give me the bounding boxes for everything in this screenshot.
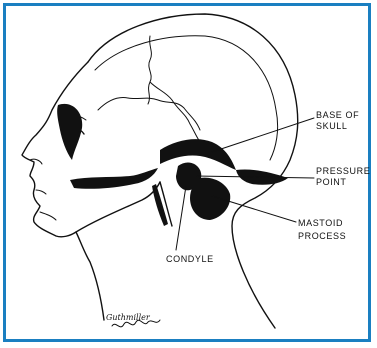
- label-mastoid-process-line1: MASTOID: [298, 218, 343, 229]
- ear-shade: [57, 104, 82, 160]
- label-mastoid-process-line2: PROCESS: [298, 231, 346, 242]
- chin: [40, 212, 56, 220]
- mouth: [36, 190, 46, 194]
- leader-condyle: [176, 186, 186, 250]
- coronal-suture: [148, 36, 151, 104]
- zygomatic-shade: [70, 168, 158, 189]
- skull-base-shade: [160, 139, 236, 170]
- label-base-of-skull-line1: BASE OF: [316, 110, 359, 121]
- label-pressure-point-line1: PRESSURE: [316, 166, 370, 177]
- label-pressure-point-line2: POINT: [316, 177, 347, 188]
- mandible: [76, 182, 160, 232]
- lambdoid-suture: [150, 82, 206, 148]
- leader-base-of-skull: [212, 118, 314, 152]
- label-condyle: CONDYLE: [166, 254, 214, 265]
- artist-signature: Guthmiller: [106, 312, 150, 323]
- mastoid-shade: [190, 178, 230, 220]
- label-base-of-skull-line2: SKULL: [316, 121, 348, 132]
- face-profile: [22, 62, 104, 320]
